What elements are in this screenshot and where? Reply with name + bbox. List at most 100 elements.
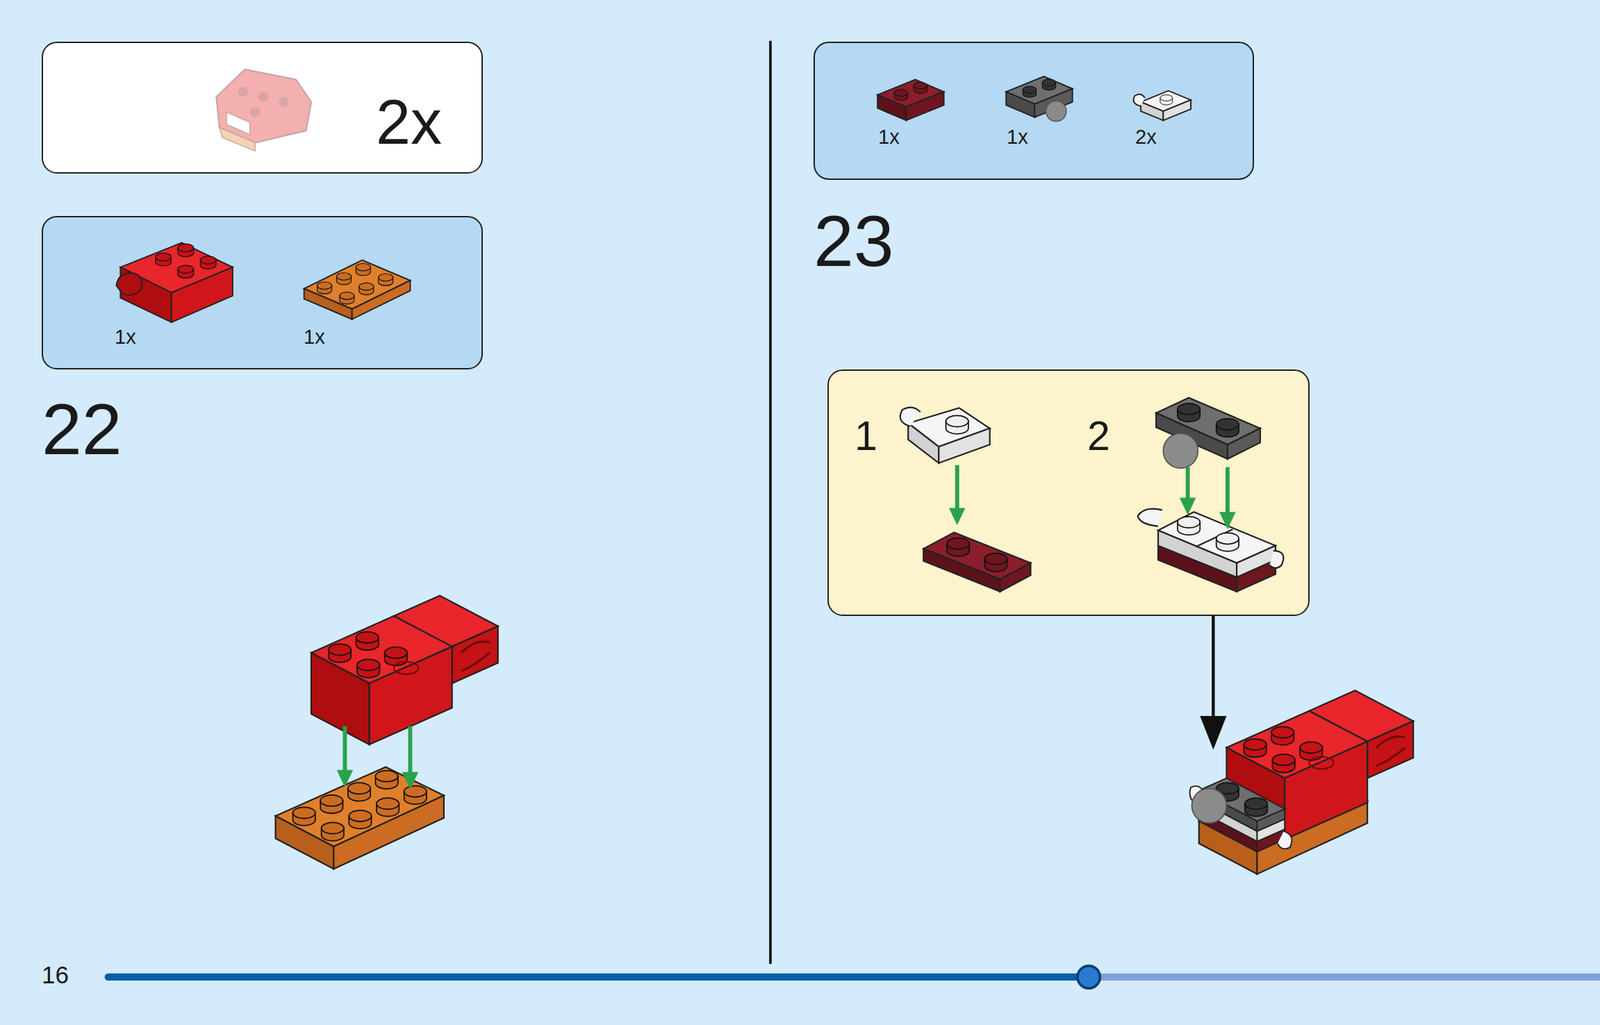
callout-step-1 <box>984 553 1007 572</box>
part-red-brick <box>116 273 142 296</box>
quantity-label: 1x <box>303 327 326 348</box>
orange-plate-build <box>404 786 427 805</box>
green-arrows <box>336 726 419 790</box>
faded-assembly <box>250 106 261 118</box>
part-grey-plate-ball <box>1022 86 1036 98</box>
callout-step-2 <box>1216 532 1239 551</box>
part-orange-plate <box>339 292 355 305</box>
callout-step-2 <box>1163 433 1198 469</box>
callout-arrow <box>1211 616 1215 723</box>
step-number: 22 <box>41 393 123 466</box>
part-white-clip-plate <box>1160 95 1173 106</box>
faded-assembly <box>216 69 312 151</box>
orange-plate-build <box>293 807 316 826</box>
callout-step-1 <box>938 428 990 464</box>
step-23-model <box>1192 788 1227 824</box>
callout-step-1 <box>946 415 969 434</box>
faded-assembly <box>226 112 251 135</box>
substep-callout: 12 <box>827 369 1310 617</box>
callout-step-2 <box>1216 418 1239 437</box>
step-number: 23 <box>813 204 895 278</box>
part-grey-plate-ball <box>1005 76 1072 122</box>
green-arrows <box>343 726 348 774</box>
orange-plate-build <box>376 798 399 817</box>
callout-step-2 <box>1269 550 1284 569</box>
faded-assembly <box>258 91 269 103</box>
parts-list-box: 1x 1x 2x <box>813 41 1255 180</box>
callout-step-2 <box>1236 546 1276 579</box>
step-23-model <box>1190 690 1414 874</box>
progress-fill <box>108 974 1089 981</box>
quantity-label: 2x <box>1135 127 1157 148</box>
part-red-brick <box>116 243 233 324</box>
quantity-label: 1x <box>1006 127 1029 148</box>
box-fill <box>813 41 1255 180</box>
part-orange-plate <box>359 282 374 295</box>
repeat-box: 2x <box>41 41 483 174</box>
substep-number: 1 <box>854 416 878 458</box>
progress-marker <box>1077 966 1100 989</box>
green-arrows <box>402 772 419 790</box>
green-arrows <box>408 726 413 776</box>
callout-arrow <box>1199 716 1227 750</box>
substep-number: 2 <box>1087 416 1111 458</box>
part-orange-plate <box>355 264 371 276</box>
orange-plate-build <box>275 766 444 870</box>
green-arrows <box>336 770 354 788</box>
red-brick-build <box>311 596 499 745</box>
column-divider <box>769 40 772 965</box>
callout-step-2 <box>1179 498 1197 516</box>
callout-step-1 <box>955 465 960 511</box>
quantity-label: 1x <box>878 127 900 148</box>
callout-arrow <box>1199 616 1227 750</box>
step-23-model <box>1277 831 1293 849</box>
callout-step-2 <box>1185 467 1191 501</box>
box-fill <box>827 369 1309 617</box>
callout-step-1 <box>900 407 921 427</box>
part-red-brick <box>155 252 172 267</box>
callout-step-2 <box>1137 398 1284 592</box>
progress-track <box>1088 974 1600 981</box>
page-number: 16 <box>41 962 69 988</box>
callout-step-2 <box>1177 516 1200 535</box>
faded-assembly <box>237 86 249 98</box>
part-red-brick <box>177 265 194 279</box>
box-fill <box>41 216 483 369</box>
callout-step-2 <box>1219 512 1236 530</box>
callout-step-1 <box>946 538 970 557</box>
parts-list-box: 1x 1x <box>41 216 483 370</box>
part-orange-plate <box>317 282 333 294</box>
callout-step-2 <box>1177 403 1200 422</box>
part-dark-red-plate <box>877 79 944 121</box>
step-23-model <box>1244 798 1268 817</box>
callout-step-1 <box>949 507 966 526</box>
orange-plate-build <box>375 771 399 790</box>
part-red-brick <box>200 256 217 270</box>
orange-plate-build <box>321 822 344 841</box>
callout-step-1 <box>900 407 1032 592</box>
part-dark-red-plate <box>894 89 908 101</box>
callout-step-1 <box>908 423 939 463</box>
callout-step-2 <box>1225 467 1230 515</box>
quantity-label: 1x <box>114 327 137 348</box>
quantity-label: 2x <box>375 91 442 154</box>
callout-step-2 <box>1137 509 1163 527</box>
part-grey-plate-ball <box>1042 79 1056 91</box>
box-fill <box>41 41 483 173</box>
orange-plate-build <box>275 766 444 870</box>
part-white-clip-plate <box>1133 91 1191 121</box>
part-orange-plate <box>352 280 411 320</box>
part-orange-plate <box>378 273 394 286</box>
part-dark-red-plate <box>913 82 927 94</box>
part-orange-plate <box>304 260 411 320</box>
orange-plate-build <box>320 795 343 814</box>
part-red-brick <box>177 243 194 258</box>
part-dark-red-plate <box>905 91 944 121</box>
orange-plate-build <box>348 810 371 829</box>
part-white-clip-plate <box>1140 102 1164 121</box>
part-orange-plate <box>336 273 351 285</box>
part-grey-plate-ball <box>1045 100 1066 121</box>
faded-assembly <box>278 97 290 108</box>
part-white-clip-plate <box>1133 94 1145 107</box>
